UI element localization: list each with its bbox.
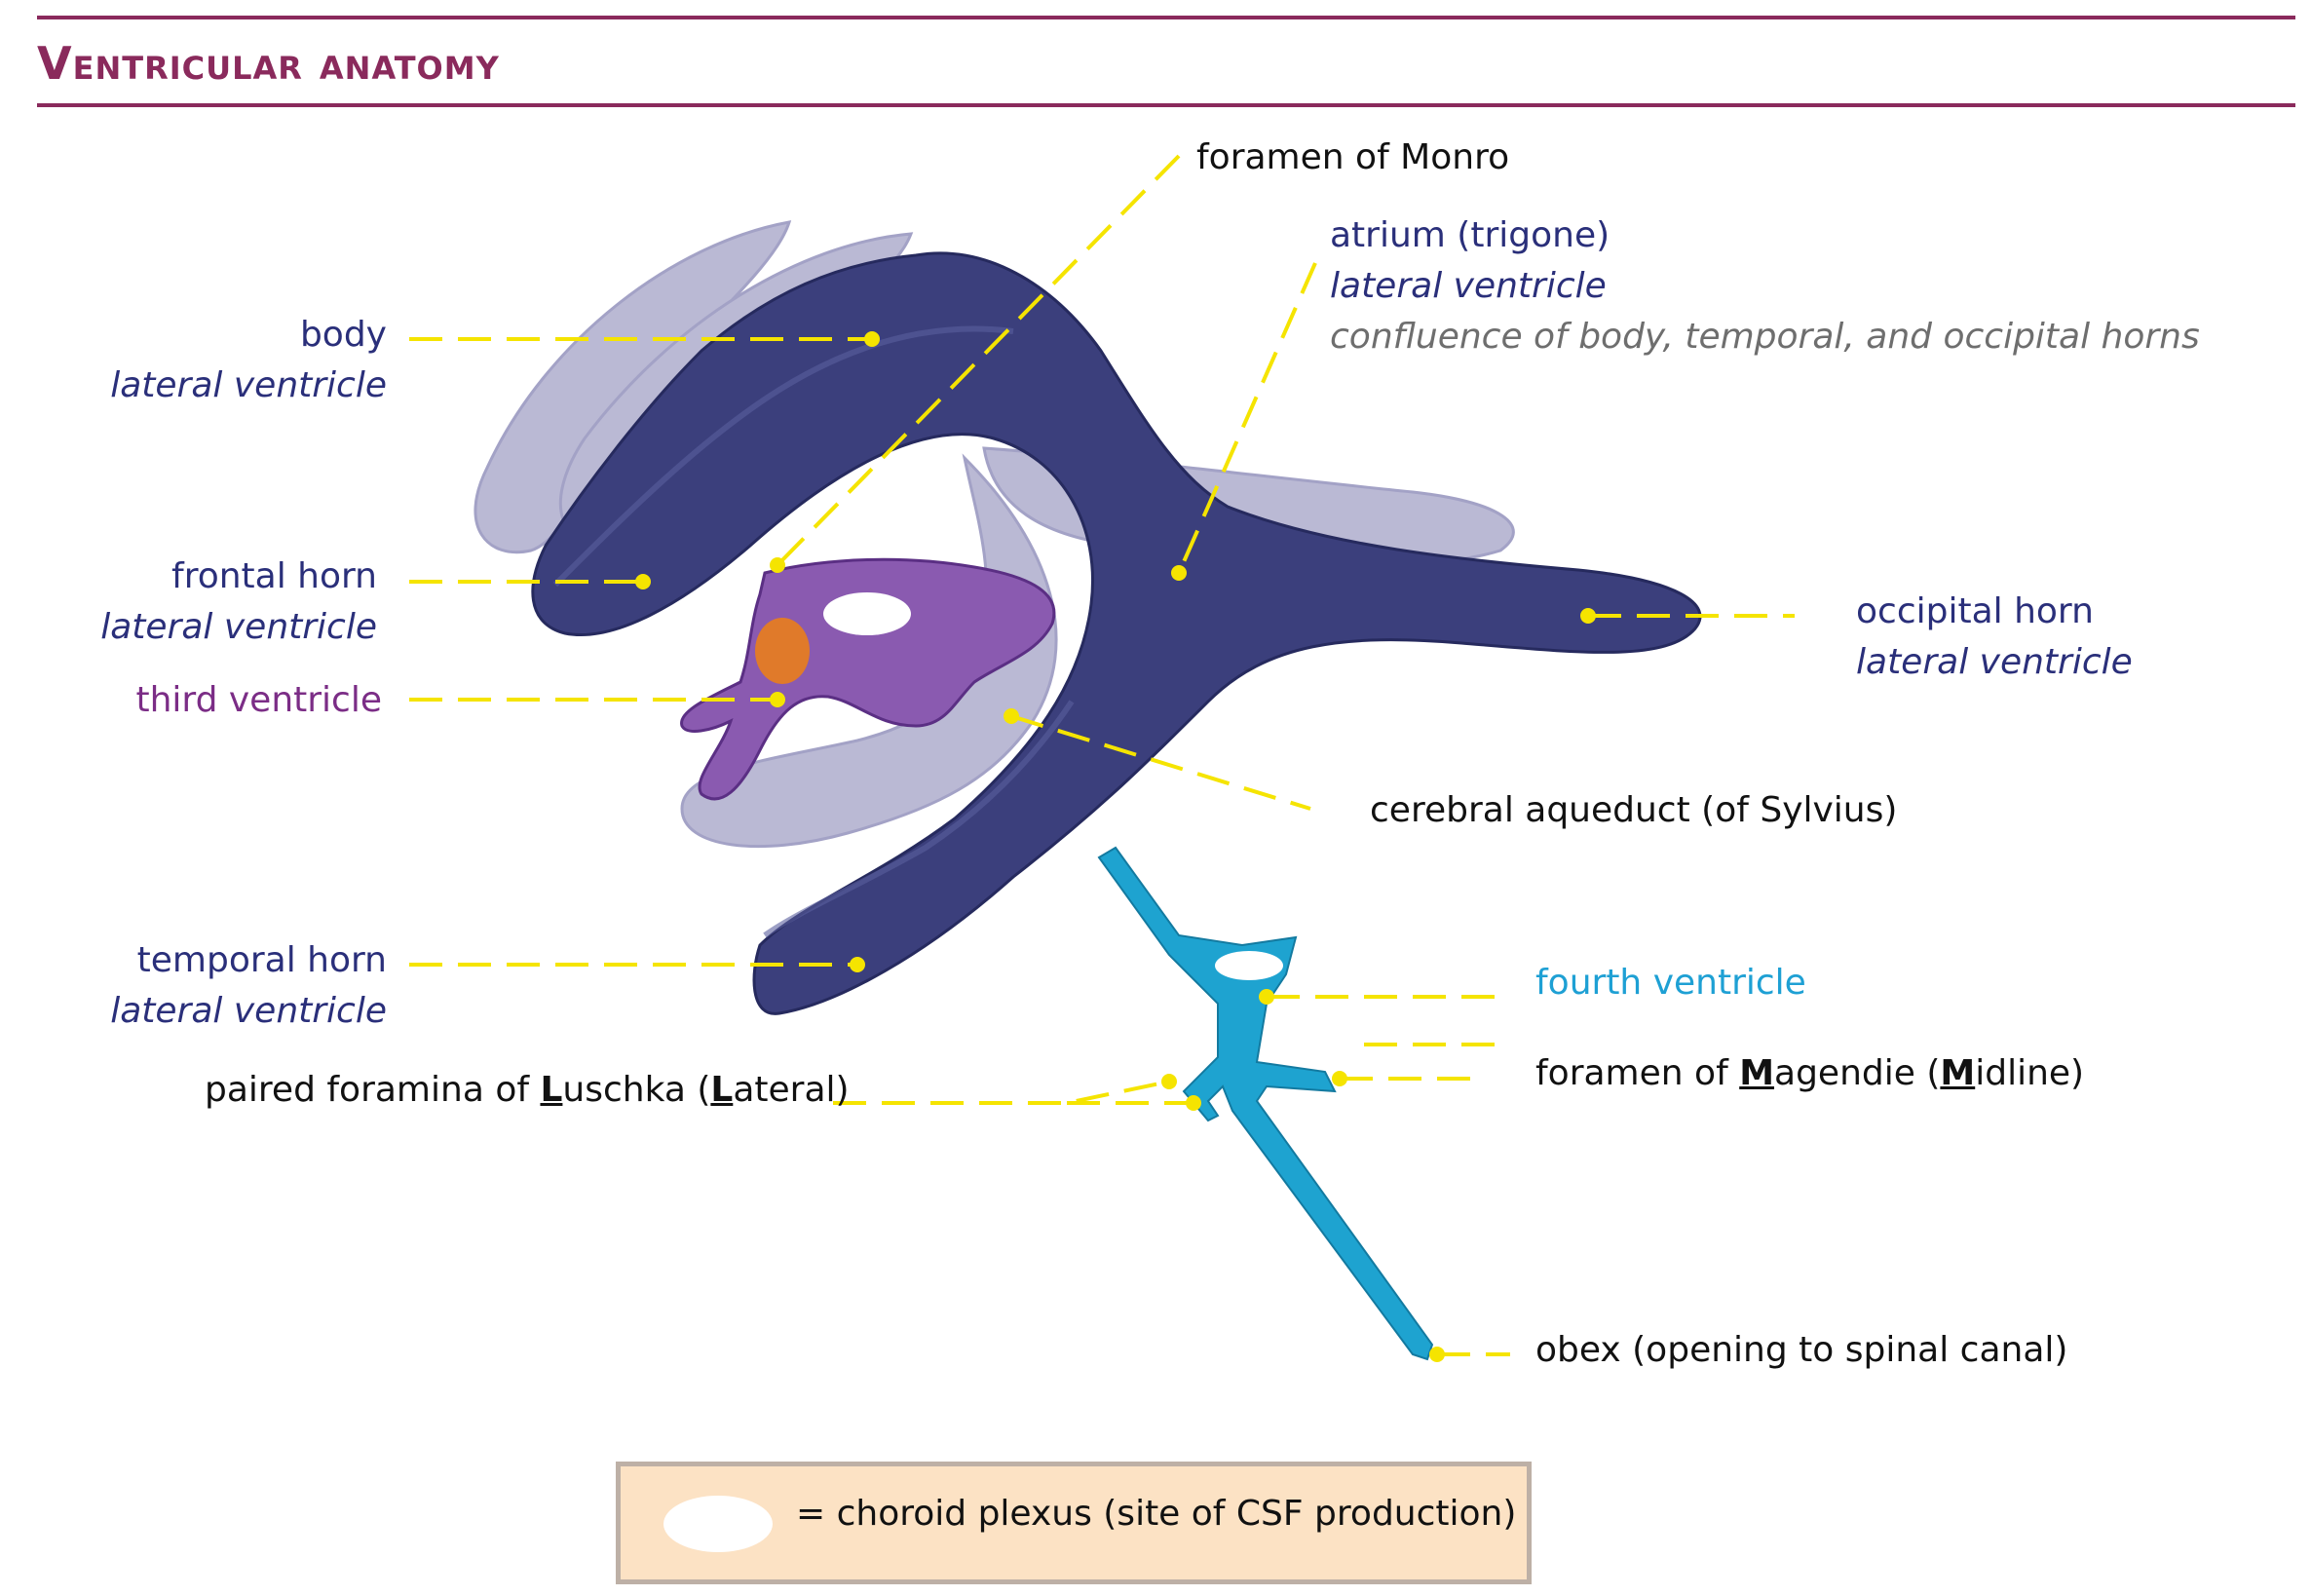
label-body-sub: lateral ventricle [110,365,387,405]
label-temporal-horn-main: temporal horn [136,940,387,980]
label-magendie-m2: M [1940,1053,1976,1093]
label-frontal-horn-main: frontal horn [171,556,377,596]
page-title: Ventricular anatomy [37,37,500,90]
third-ventricle-shape [680,557,1056,801]
top-rule [37,16,2295,19]
label-temporal-horn-sub: lateral ventricle [110,991,387,1031]
label-aqueduct-main: cerebral aqueduct (of Sylvius) [1370,790,1898,830]
third-ventricle-opening [823,592,911,635]
label-atrium-main: atrium (trigone) [1330,215,1610,255]
leader-dots [635,331,1596,1362]
label-atrium: atrium (trigone) lateral ventricle confl… [1330,210,2200,362]
label-occipital-horn-sub: lateral ventricle [1856,642,2133,682]
label-frontal-horn-sub: lateral ventricle [100,607,377,647]
label-third-ventricle-main: third ventricle [135,680,382,720]
fourth-ventricle-shape [1097,846,1434,1361]
label-luschka-post: ateral) [733,1070,850,1110]
label-third-ventricle: third ventricle [135,675,382,726]
label-occipital-horn: occipital horn lateral ventricle [1856,587,2133,688]
label-luschka: paired foramina of Luschka (Lateral) [205,1065,850,1116]
label-luschka-pre: paired foramina of [205,1070,541,1110]
label-magendie: foramen of Magendie (Midline) [1535,1048,2084,1099]
label-monro: foramen of Monro [1196,133,1509,183]
label-obex-main: obex (opening to spinal canal) [1535,1330,2068,1370]
label-body: body lateral ventricle [110,310,387,411]
legend-box: = choroid plexus (site of CSF production… [616,1462,1532,1584]
label-magendie-m1: M [1739,1053,1775,1093]
near-lateral-ventricle [531,251,1702,1015]
leader-lines [409,154,1795,1356]
label-magendie-pre: foramen of [1535,1053,1740,1093]
third-ventricle-choroid-plexus [755,618,810,684]
label-aqueduct: cerebral aqueduct (of Sylvius) [1370,785,1897,836]
label-luschka-mid: uschka ( [562,1070,711,1110]
label-obex: obex (opening to spinal canal) [1535,1325,2067,1376]
label-luschka-l1: L [540,1070,563,1110]
label-atrium-note: confluence of body, temporal, and occipi… [1330,317,2200,357]
fourth-ventricle-choroid-plexus [1215,951,1283,980]
label-luschka-l2: L [710,1070,734,1110]
label-fourth-ventricle: fourth ventricle [1535,958,1806,1008]
lateral-ventricle-highlight [552,325,1014,588]
choroid-plexus-swatch [663,1496,773,1552]
label-fourth-ventricle-main: fourth ventricle [1535,963,1806,1003]
legend-text: = choroid plexus (site of CSF production… [796,1494,1517,1534]
label-atrium-sub: lateral ventricle [1330,266,1607,306]
label-monro-main: foramen of Monro [1196,137,1510,177]
label-temporal-horn: temporal horn lateral ventricle [110,935,387,1037]
title-underline [37,103,2295,107]
label-magendie-mid: agendie ( [1774,1053,1941,1093]
label-occipital-horn-main: occipital horn [1856,591,2094,631]
label-frontal-horn: frontal horn lateral ventricle [100,551,377,653]
label-magendie-post: idline) [1975,1053,2085,1093]
temporal-horn-outline [763,700,1075,938]
label-body-main: body [299,315,387,355]
